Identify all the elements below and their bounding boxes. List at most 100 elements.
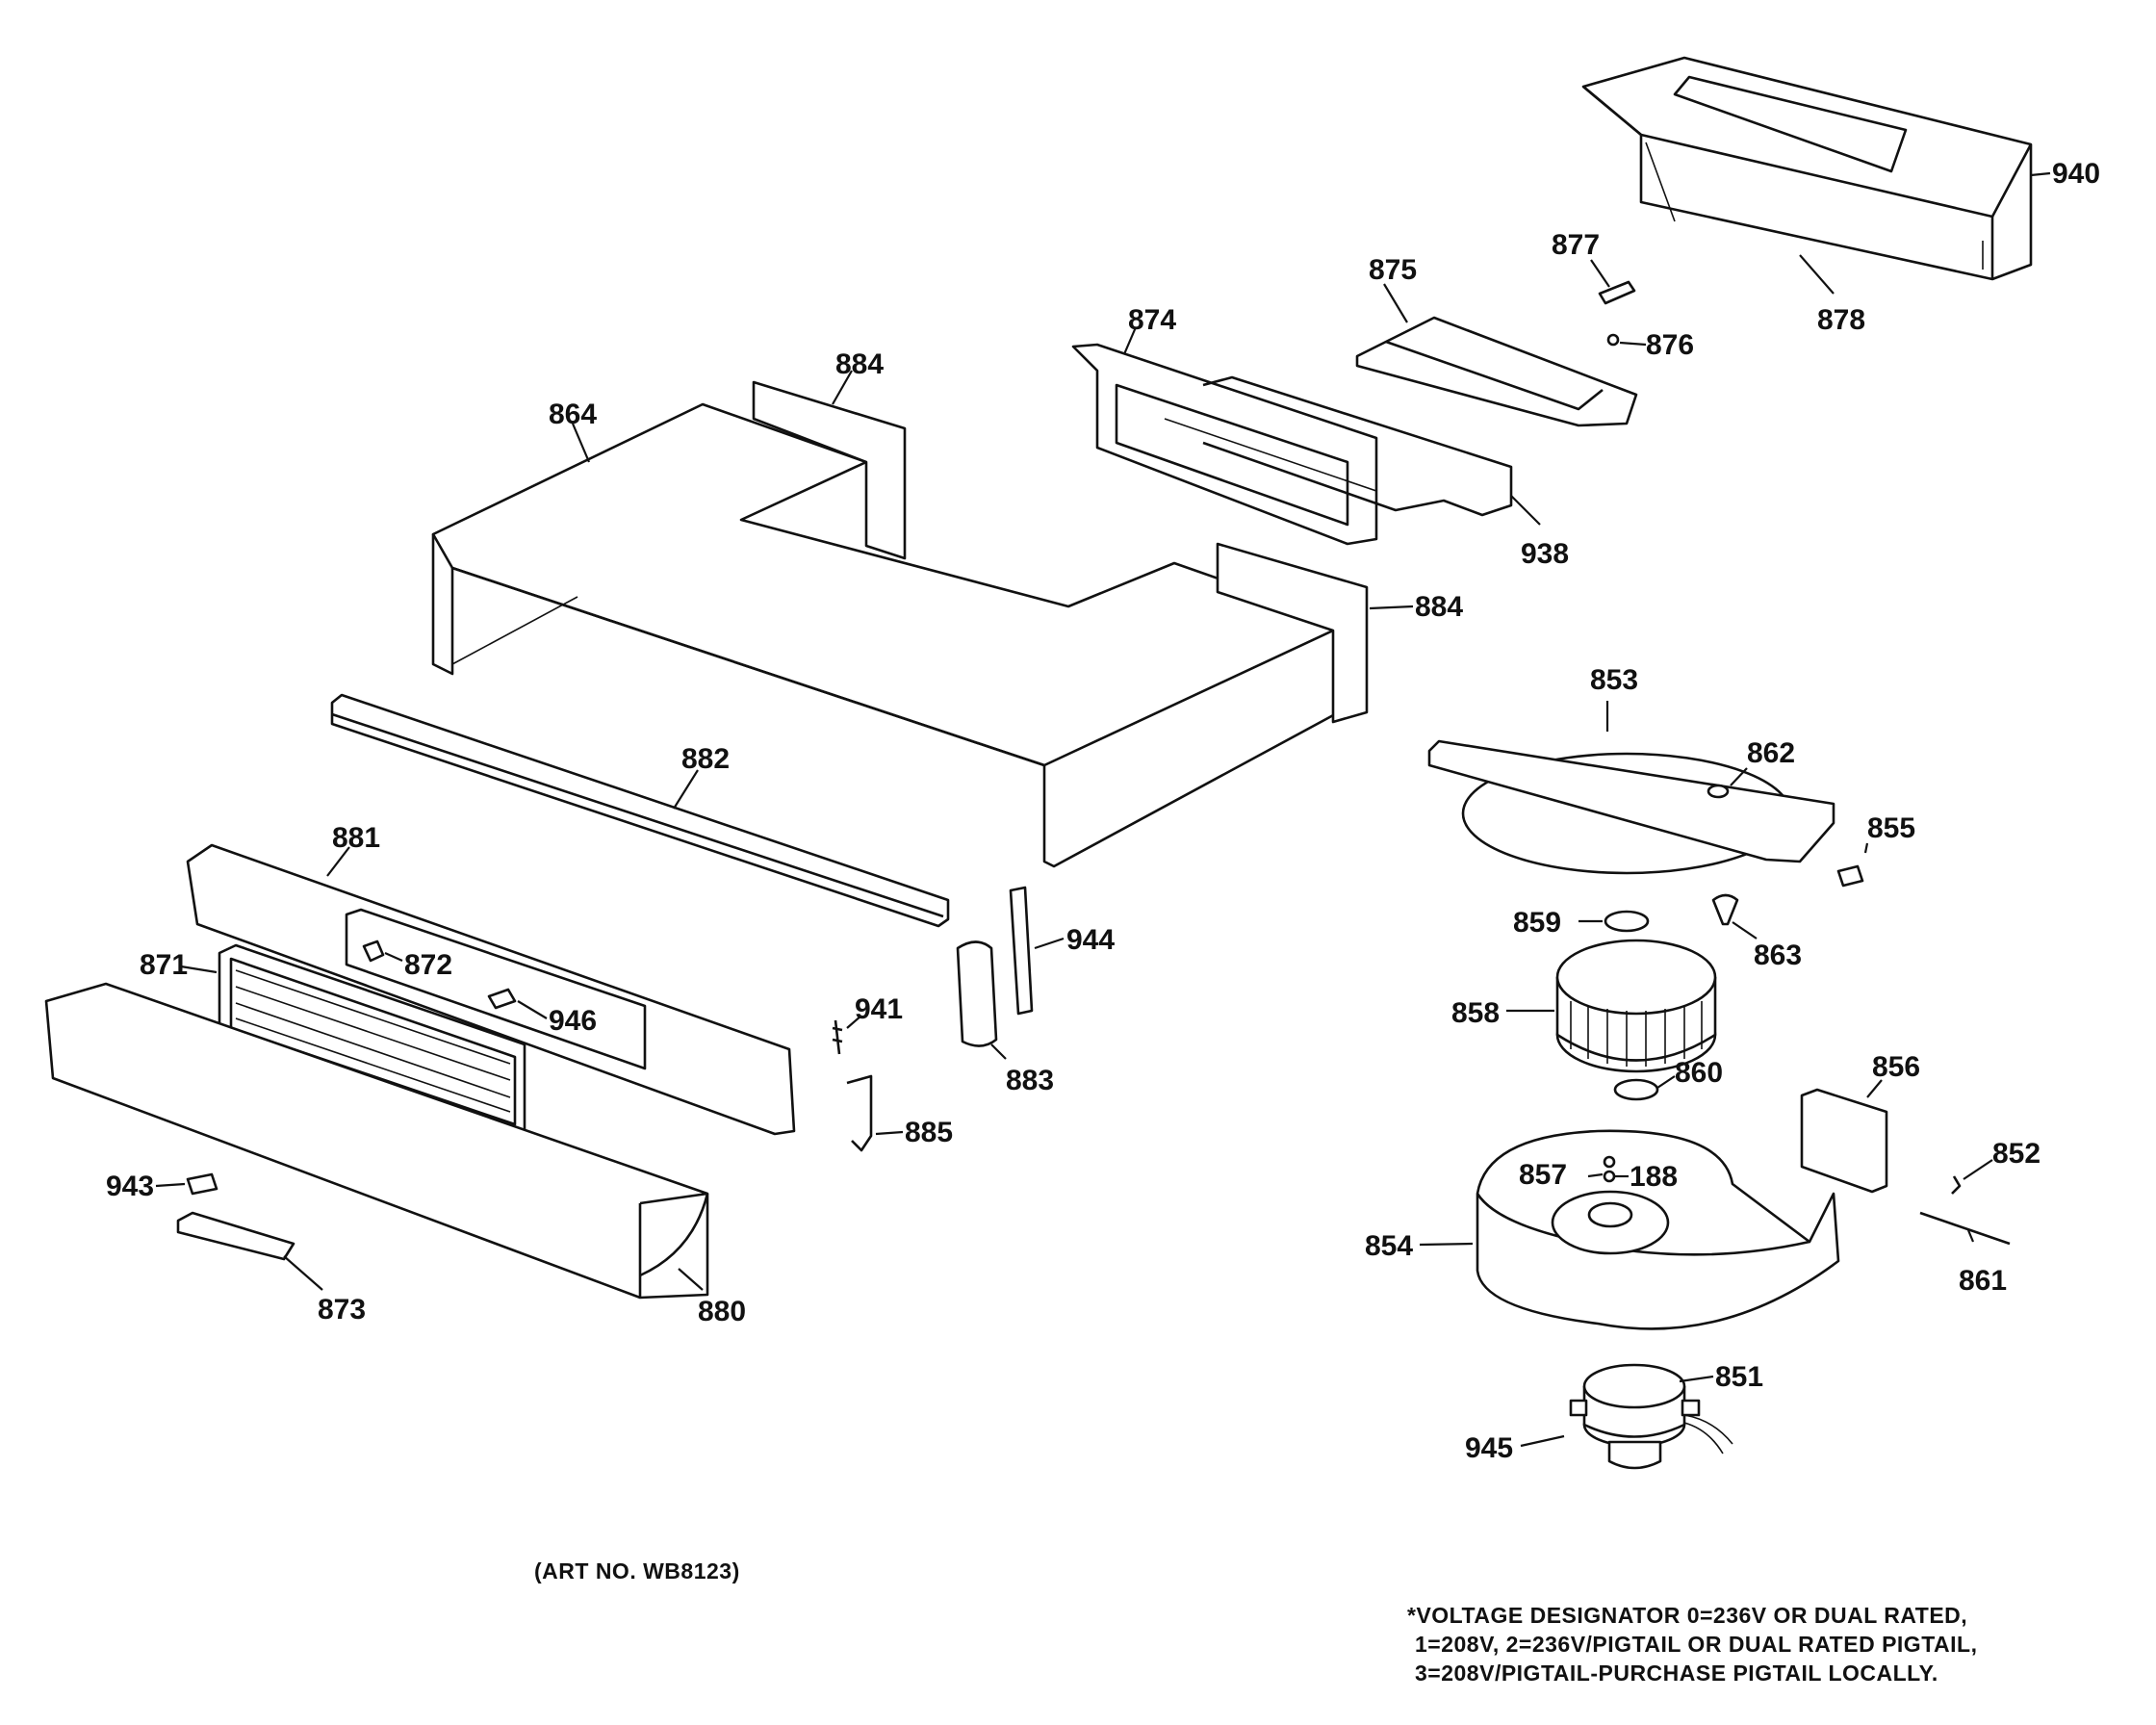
callout-853: 853 [1590, 664, 1638, 732]
part-878-duct [1581, 56, 2033, 281]
footnote-line-3: 3=208V/PIGTAIL-PURCHASE PIGTAIL LOCALLY. [1415, 1661, 1938, 1686]
part-860-washer [1613, 1078, 1659, 1101]
label-884a: 884 [835, 348, 884, 380]
part-943-clip [186, 1172, 218, 1196]
part-875-bracket [1355, 316, 1638, 427]
callout-874: 874 [1122, 304, 1176, 355]
label-946: 946 [549, 1005, 597, 1037]
part-874-frame [1071, 343, 1378, 546]
callout-884a: 884 [832, 348, 884, 405]
part-884-side-panel-a [752, 380, 907, 560]
label-864: 864 [549, 399, 597, 430]
part-855-clip [1836, 864, 1864, 888]
label-884b: 884 [1415, 591, 1463, 623]
part-859-washer [1604, 910, 1650, 933]
callout-861: 861 [1959, 1229, 2007, 1297]
callout-863: 863 [1732, 921, 1802, 971]
part-884-side-panel-b [1216, 542, 1369, 724]
label-857: 857 [1519, 1159, 1567, 1191]
part-854-blower-housing [1476, 1129, 1840, 1330]
label-876: 876 [1646, 329, 1694, 361]
part-944-bracket [1009, 886, 1034, 1016]
callout-864: 864 [549, 399, 597, 463]
label-940: 940 [2052, 158, 2100, 190]
callout-885: 885 [875, 1117, 953, 1148]
label-855: 855 [1867, 812, 1915, 844]
callout-854: 854 [1365, 1230, 1474, 1262]
label-881: 881 [332, 822, 380, 854]
label-188: 188 [1630, 1161, 1678, 1193]
part-941-spring [832, 1019, 843, 1055]
label-944: 944 [1066, 924, 1115, 956]
label-852: 852 [1992, 1138, 2040, 1170]
label-938: 938 [1521, 538, 1569, 570]
label-872: 872 [404, 949, 452, 981]
footnote-line-2: 1=208V, 2=236V/PIGTAIL OR DUAL RATED PIG… [1415, 1632, 1977, 1657]
art-number: (ART NO. WB8123) [534, 1558, 740, 1583]
callout-943: 943 [106, 1171, 186, 1202]
callout-941: 941 [846, 993, 903, 1029]
label-877: 877 [1552, 229, 1600, 261]
label-862: 862 [1747, 737, 1795, 769]
callout-852: 852 [1963, 1138, 2040, 1180]
label-858: 858 [1451, 997, 1500, 1029]
part-872-switch [362, 940, 385, 963]
label-941: 941 [855, 993, 903, 1025]
callout-884b: 884 [1369, 591, 1463, 623]
callout-878: 878 [1799, 254, 1865, 336]
part-856-damper-plate [1800, 1088, 1888, 1194]
part-862-grommet [1707, 784, 1730, 799]
part-863-knob [1711, 893, 1739, 926]
label-878: 878 [1817, 304, 1865, 336]
part-882-rail [330, 693, 950, 928]
callout-940: 940 [2030, 158, 2100, 190]
label-861: 861 [1959, 1265, 2007, 1297]
label-945: 945 [1465, 1432, 1513, 1464]
part-853-mounting-plate [1427, 739, 1835, 875]
part-877-clip [1598, 280, 1636, 305]
callout-873: 873 [283, 1255, 366, 1326]
part-885-latch [846, 1074, 873, 1152]
callout-944: 944 [1034, 924, 1115, 956]
callout-883: 883 [990, 1043, 1054, 1096]
callout-945: 945 [1465, 1432, 1565, 1464]
label-859: 859 [1513, 907, 1561, 939]
part-881-control-panel [186, 843, 796, 1136]
part-861-rod [1919, 1211, 2011, 1246]
callout-877: 877 [1552, 229, 1610, 288]
callout-857: 857 [1519, 1159, 1604, 1191]
label-883: 883 [1006, 1065, 1054, 1096]
part-938-channel [1164, 375, 1513, 517]
part-946-bracket [487, 988, 517, 1010]
label-860: 860 [1675, 1057, 1723, 1089]
callout-856: 856 [1866, 1051, 1920, 1098]
label-853: 853 [1590, 664, 1638, 696]
callout-188: 188 [1615, 1161, 1678, 1193]
label-851: 851 [1715, 1361, 1763, 1393]
label-875: 875 [1369, 254, 1417, 286]
callout-882: 882 [673, 743, 730, 810]
label-880: 880 [698, 1296, 746, 1327]
callout-938: 938 [1510, 495, 1569, 570]
part-876-screw [1606, 333, 1620, 347]
label-873: 873 [318, 1294, 366, 1326]
label-882: 882 [681, 743, 730, 775]
label-854: 854 [1365, 1230, 1413, 1262]
part-880-front-trim [44, 982, 709, 1300]
callout-862: 862 [1730, 737, 1795, 786]
callout-859: 859 [1513, 907, 1603, 939]
part-851-motor [1569, 1363, 1733, 1470]
callout-851: 851 [1679, 1361, 1763, 1393]
callout-881: 881 [326, 822, 380, 877]
part-852-wire-nut [1951, 1175, 1962, 1195]
callout-876: 876 [1619, 329, 1694, 361]
callout-860: 860 [1656, 1057, 1723, 1089]
label-871: 871 [140, 949, 188, 981]
label-863: 863 [1754, 940, 1802, 971]
callout-875: 875 [1369, 254, 1417, 323]
label-874: 874 [1128, 304, 1176, 336]
part-858-blower-wheel [1555, 939, 1717, 1073]
footnote-line-1: *VOLTAGE DESIGNATOR 0=236V OR DUAL RATED… [1407, 1603, 1967, 1628]
callout-880: 880 [678, 1268, 746, 1327]
